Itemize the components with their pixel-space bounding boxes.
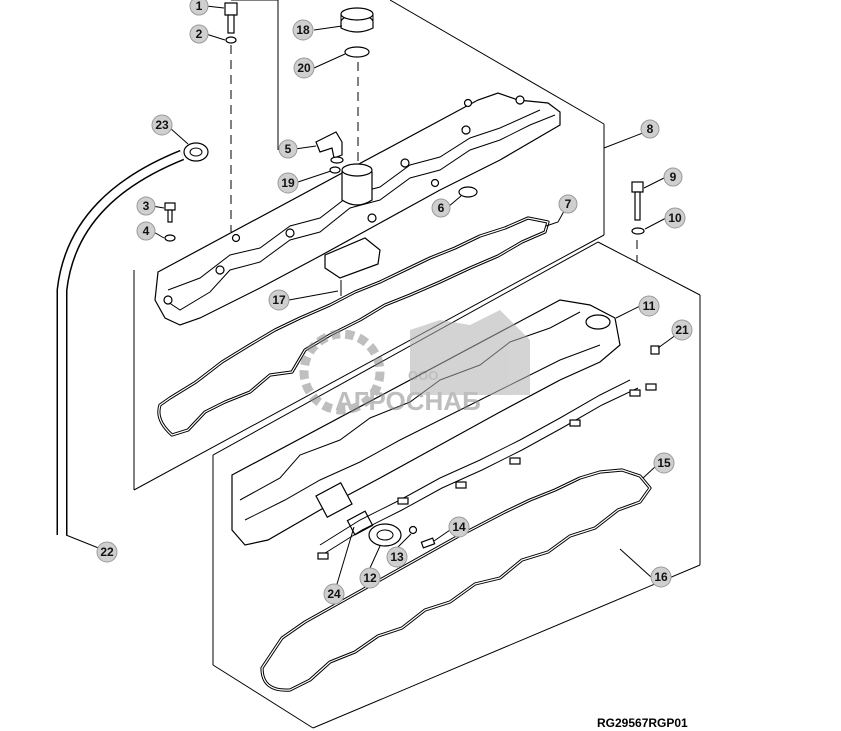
washer-4 [164,234,176,242]
lower-assembly-frame [212,241,701,729]
svg-text:14: 14 [452,520,466,534]
callout-4: 4 [136,221,156,241]
callout-10: 10 [664,207,686,229]
callout-15: 15 [653,452,675,474]
svg-text:5: 5 [285,142,292,156]
callout-6: 6 [431,198,451,218]
callout-7: 7 [558,194,578,214]
valve-cover [154,92,561,326]
svg-text:7: 7 [565,197,572,211]
plug-21 [650,345,660,355]
wiring-harness [317,379,657,560]
svg-text:11: 11 [643,299,656,313]
watermark-small-text: ООО [408,368,438,383]
svg-text:4: 4 [143,224,150,238]
callout-1: 1 [189,0,209,16]
bolt-14 [420,537,436,549]
bolt-9 [631,181,644,221]
svg-text:20: 20 [297,61,311,75]
leader-lines [65,5,681,585]
svg-text:24: 24 [327,587,341,601]
filler-cap [340,7,374,33]
callout-2: 2 [189,24,209,44]
washer-2 [225,36,237,44]
upper-assembly-frame [133,0,605,491]
callout-20: 20 [293,57,315,79]
svg-text:1: 1 [196,0,203,13]
svg-text:9: 9 [670,170,677,184]
callout-9: 9 [663,167,683,187]
svg-text:3: 3 [143,199,150,213]
callout-3: 3 [136,196,156,216]
svg-text:13: 13 [390,550,404,564]
svg-text:18: 18 [296,23,310,37]
sensor-12 [368,523,402,547]
washer-10 [631,227,645,235]
callout-19: 19 [277,172,299,194]
svg-text:6: 6 [438,201,445,215]
hose-clamp [183,142,209,162]
lower-gasket [260,468,652,692]
svg-text:19: 19 [281,176,295,190]
svg-text:12: 12 [363,571,377,585]
callout-21: 21 [671,319,693,341]
svg-text:17: 17 [272,293,286,307]
svg-text:2: 2 [196,27,203,41]
bolt-3 [164,202,176,223]
alignment-lines [230,45,638,262]
cap-seal [344,46,370,58]
elbow-fitting [315,131,344,164]
bolt-1 [224,2,238,34]
callout-18: 18 [292,19,314,41]
o-ring-19 [329,166,341,174]
svg-text:16: 16 [654,570,668,584]
svg-text:10: 10 [668,211,682,225]
callout-8: 8 [640,119,660,139]
drawing-reference-code: RG29567RGP01 [597,716,688,730]
svg-text:23: 23 [155,118,169,132]
callout-24: 24 [323,583,345,605]
breather-hose [56,149,185,535]
svg-text:15: 15 [657,456,671,470]
callout-14: 14 [448,516,470,538]
callout-11: 11 [638,295,660,317]
callout-17: 17 [268,289,290,311]
upper-gasket [157,216,550,437]
callout-12: 12 [359,567,381,589]
watermark-large-text: АГРОСНАБ [335,386,481,416]
svg-text:8: 8 [647,122,654,136]
o-ring-6 [458,186,478,198]
svg-text:22: 22 [100,545,114,559]
callout-23: 23 [151,114,173,136]
callout-16: 16 [650,566,672,588]
callout-22: 22 [96,541,118,563]
baffle-plate [324,237,381,296]
bolt-13 [408,525,418,535]
callout-5: 5 [278,139,298,159]
watermark: ООО АГРОСНАБ [299,310,530,416]
svg-text:21: 21 [675,323,689,337]
callout-13: 13 [386,546,408,568]
